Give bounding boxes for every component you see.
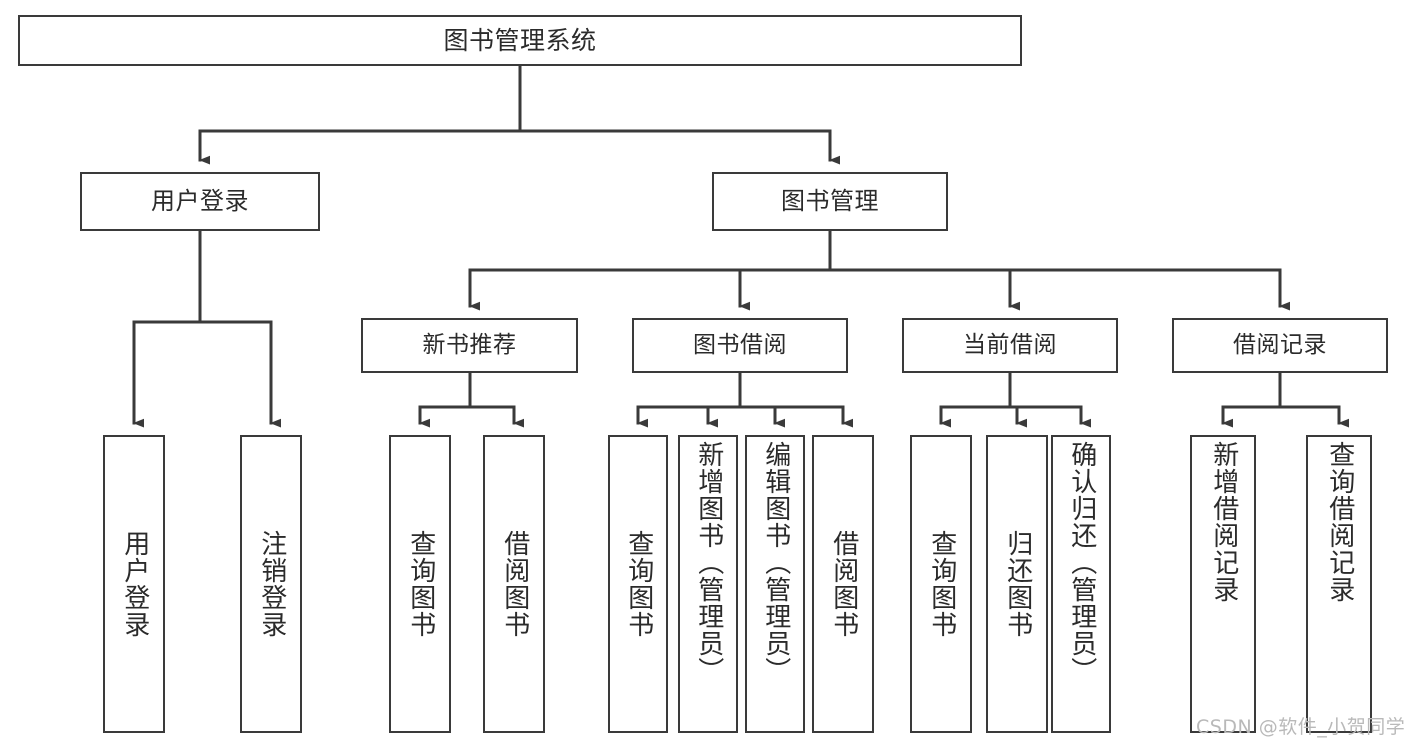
node-leaf-edit-book[interactable]: 编辑图书（管理员）	[745, 435, 805, 733]
node-leaf-add-record[interactable]: 新增借阅记录	[1190, 435, 1256, 733]
node-root[interactable]: 图书管理系统	[18, 15, 1022, 66]
node-leaf-add-book[interactable]: 新增图书（管理员）	[678, 435, 738, 733]
node-leaf-query-record[interactable]: 查询借阅记录	[1306, 435, 1372, 733]
node-leaf-confirm-return[interactable]: 确认归还（管理员）	[1051, 435, 1111, 733]
node-leaf-query-book-3[interactable]: 查询图书	[910, 435, 972, 733]
node-leaf-query-book-2[interactable]: 查询图书	[608, 435, 668, 733]
node-leaf-return-book[interactable]: 归还图书	[986, 435, 1048, 733]
node-leaf-return-book-label: 归还图书	[1002, 530, 1033, 638]
node-book-manage-label: 图书管理	[781, 187, 879, 216]
node-leaf-query-book-2-label: 查询图书	[623, 530, 654, 638]
node-leaf-borrow-book-2-label: 借阅图书	[828, 530, 859, 638]
node-new-book-recommend[interactable]: 新书推荐	[361, 318, 578, 373]
node-leaf-logout[interactable]: 注销登录	[240, 435, 302, 733]
node-book-borrow-label: 图书借阅	[693, 331, 787, 358]
node-leaf-query-book-1-label: 查询图书	[405, 530, 436, 638]
node-leaf-user-login-label: 用户登录	[119, 530, 150, 638]
node-book-borrow[interactable]: 图书借阅	[632, 318, 848, 373]
node-borrow-record-label: 借阅记录	[1233, 331, 1327, 358]
node-root-label: 图书管理系统	[443, 25, 597, 55]
node-borrow-record[interactable]: 借阅记录	[1172, 318, 1388, 373]
node-leaf-query-record-label: 查询借阅记录	[1324, 441, 1355, 603]
node-leaf-user-login[interactable]: 用户登录	[103, 435, 165, 733]
node-leaf-borrow-book-1[interactable]: 借阅图书	[483, 435, 545, 733]
node-leaf-query-book-3-label: 查询图书	[926, 530, 957, 638]
node-leaf-borrow-book-1-label: 借阅图书	[499, 530, 530, 638]
node-current-borrow-label: 当前借阅	[963, 331, 1057, 358]
node-user-login-label: 用户登录	[151, 187, 249, 216]
node-leaf-edit-book-label: 编辑图书（管理员）	[760, 441, 791, 684]
node-leaf-add-record-label: 新增借阅记录	[1208, 441, 1239, 603]
csdn-watermark: CSDN @软件_小贺同学	[1196, 716, 1405, 738]
node-leaf-add-book-label: 新增图书（管理员）	[693, 441, 724, 684]
node-new-book-recommend-label: 新书推荐	[422, 331, 517, 358]
node-current-borrow[interactable]: 当前借阅	[902, 318, 1118, 373]
node-leaf-logout-label: 注销登录	[256, 530, 287, 638]
node-book-manage[interactable]: 图书管理	[712, 172, 948, 231]
node-leaf-confirm-return-label: 确认归还（管理员）	[1066, 441, 1097, 684]
node-user-login[interactable]: 用户登录	[80, 172, 320, 231]
node-leaf-borrow-book-2[interactable]: 借阅图书	[812, 435, 874, 733]
node-leaf-query-book-1[interactable]: 查询图书	[389, 435, 451, 733]
